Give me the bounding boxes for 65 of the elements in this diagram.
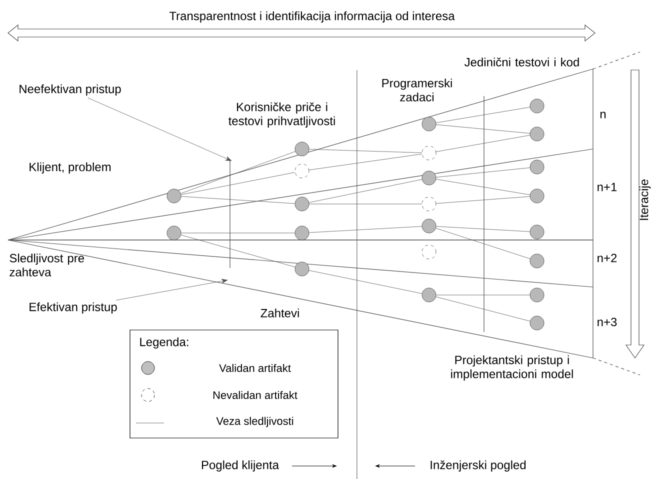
leader-arrow [116, 278, 228, 300]
trace-line [180, 151, 296, 194]
column-label: Programerski zadaci [382, 78, 452, 102]
trace-line [436, 168, 530, 178]
view-label: Pogled klijenta [202, 460, 279, 472]
artifact-circle [530, 254, 544, 268]
iteration-label: n+3 [598, 318, 617, 326]
artifact-circle [166, 188, 182, 204]
trace-line [180, 172, 296, 195]
row-label: Klijent, problem [30, 162, 111, 174]
artifact-circle [422, 170, 436, 186]
iteration-label: n+1 [598, 182, 617, 192]
artifact-circle [422, 288, 436, 302]
trace-line [436, 228, 530, 259]
row-label: Sledljivost pre zahteva [10, 254, 84, 276]
artifact-circle [294, 262, 310, 276]
view-label: Inženjerski pogled [430, 460, 526, 472]
trace-line [436, 124, 530, 134]
artifact-circle [422, 116, 436, 132]
trace-line [308, 154, 422, 170]
trace-line [436, 196, 530, 204]
column-label: Korisničke priče i testovi prihvatljivosti [228, 102, 335, 128]
invalid-artifact [422, 146, 436, 160]
invalid-artifact [294, 164, 310, 178]
column-label: Projektantski pristup i implementacioni model [451, 355, 573, 381]
artifact-circle [530, 126, 544, 142]
artifact-circle [530, 160, 544, 174]
legend-label: Validan artifakt [219, 364, 291, 372]
artifact-circle [530, 224, 544, 240]
artifact-circle [530, 288, 544, 302]
heading: Transparentnost i identifikacija informacija od interesa [169, 11, 455, 23]
trace-line [436, 135, 530, 152]
trace-line [436, 226, 530, 232]
axis-label: Iteracije [639, 180, 651, 220]
trace-line [181, 232, 295, 234]
leader-arrow [88, 98, 232, 161]
trace-line [181, 196, 296, 204]
artifact-circle [166, 226, 182, 240]
invalid-artifact [422, 244, 436, 260]
iteration-label: n+2 [598, 254, 617, 262]
column-label: Jedinični testovi i kod [464, 58, 579, 66]
trace-line [436, 106, 530, 124]
trace-line [180, 234, 296, 268]
artifact-circle [530, 316, 544, 330]
artifact-circle [422, 218, 436, 234]
trace-line [309, 149, 422, 153]
trace-line [308, 179, 422, 203]
artifact-circle [294, 226, 310, 240]
annotation-text: Neefektivan pristup [20, 84, 121, 96]
trace-line [436, 294, 530, 296]
artifact-circle [530, 98, 544, 114]
iteration-label: n [600, 112, 606, 118]
legend-title: Legenda: [140, 337, 188, 349]
trace-line [309, 226, 422, 233]
trace-line [436, 178, 530, 195]
legend-label: Veza sledljivosti [216, 416, 294, 428]
annotation-text: Efektivan pristup [30, 302, 117, 314]
trace-line [436, 296, 530, 322]
artifact-circle [294, 142, 310, 156]
artifact-circle [530, 188, 544, 204]
column-label: Zahtevi [260, 308, 299, 318]
artifact-circle [294, 196, 310, 212]
legend-label: Nevalidan artifakt [213, 390, 298, 400]
invalid-artifact [422, 196, 436, 212]
trace-line [308, 270, 422, 294]
